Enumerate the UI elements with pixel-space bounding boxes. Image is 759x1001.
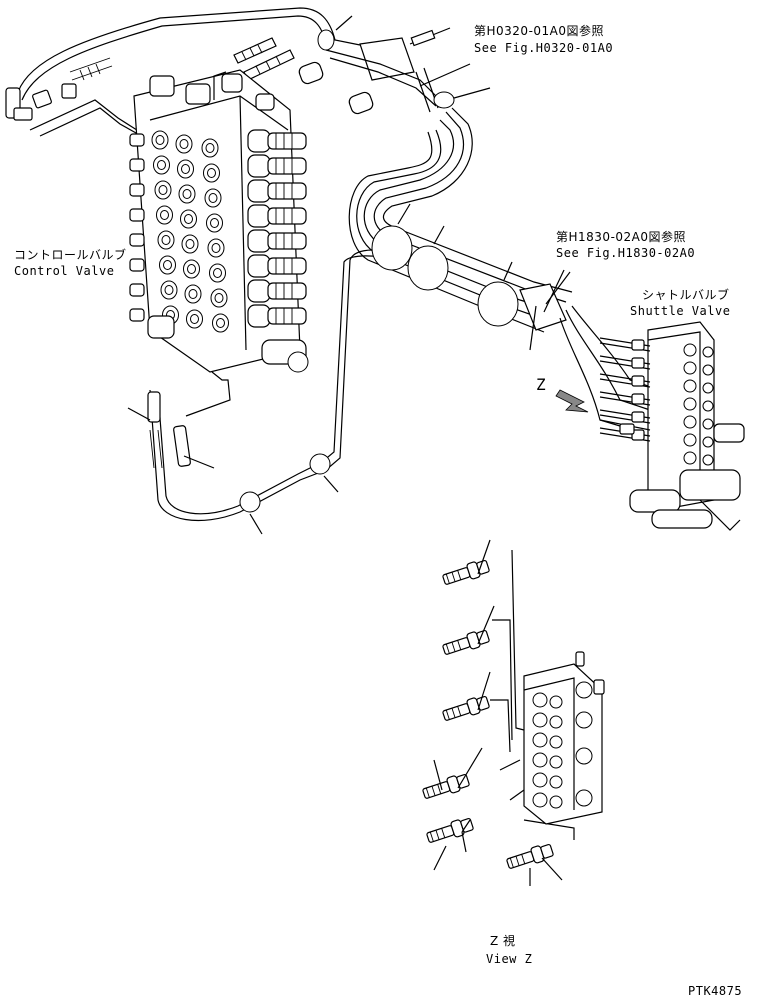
top-fittings: [233, 27, 451, 115]
view-z-caption-jp: Z 視: [490, 934, 516, 948]
view-z-caption-en: View Z: [486, 952, 533, 966]
view-z-detail: [422, 539, 605, 886]
drawing-code: PTK4875: [688, 984, 743, 998]
ref-middle-en: See Fig.H1830-02A0: [556, 246, 696, 260]
top-clamp: [317, 15, 491, 113]
ref-top-en: See Fig.H0320-01A0: [474, 41, 614, 55]
view-z-marker: Z: [536, 375, 547, 394]
shuttle-valve-label-en: Shuttle Valve: [630, 304, 731, 318]
control-valve-label-en: Control Valve: [14, 264, 115, 278]
control-valve: [129, 69, 309, 373]
ref-middle-jp: 第H1830-02A0図参照: [556, 230, 687, 244]
control-valve-label-jp: コントロールバルブ: [14, 248, 127, 262]
shuttle-valve: [599, 321, 745, 531]
reference-leaders: [419, 63, 565, 313]
view-z-arrow: [555, 389, 589, 413]
shuttle-valve-label-jp: シャトルバルブ: [642, 288, 730, 302]
hose-bundle: [348, 107, 661, 427]
control-valve-lower-lines: [127, 249, 391, 535]
upper-hose-run: [5, 7, 361, 139]
ref-top-jp: 第H0320-01A0図参照: [474, 24, 605, 38]
